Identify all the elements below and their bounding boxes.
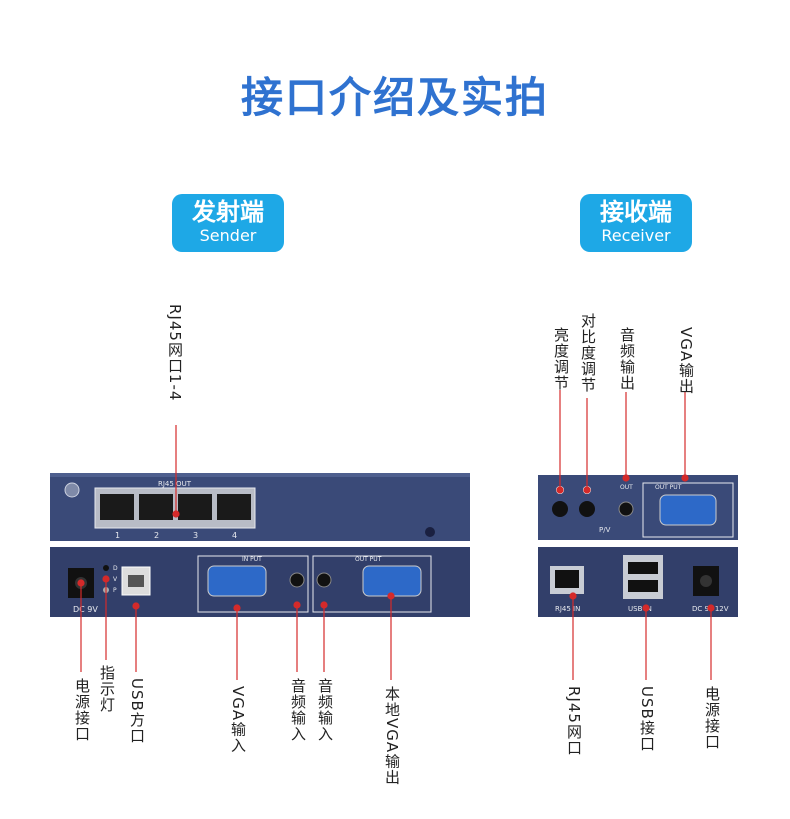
sender-rj45-out-label: RJ45 OUT [158, 480, 192, 488]
sender-indicator-label: 指示灯 [98, 665, 116, 713]
receiver-badge: 接收端 Receiver [580, 194, 692, 252]
led-label-v: V [113, 576, 118, 583]
port-label-1: 1 [115, 531, 120, 540]
sender-audio-in-label-2: 音频输入 [316, 678, 334, 742]
receiver-rj45-in-label: RJ45 IN [555, 605, 580, 613]
receiver-audio-out-label: 音频输出 [618, 327, 636, 391]
sender-usb-label: USB方口 [128, 678, 146, 744]
sender-local-vga-out-label: 本地VGA输出 [383, 686, 401, 786]
sender-front-panel: DC 9V D V P IN PUT OUT PUT [50, 547, 470, 617]
receiver-usb-label: USB接口 [638, 686, 656, 752]
sender-rj45-ports-label: RJ45网口1-4 [166, 304, 184, 402]
led-label-p: P [113, 587, 117, 594]
receiver-brightness-label: 亮度调节 [552, 327, 570, 391]
receiver-contrast-label: 对比度调节 [579, 313, 597, 393]
sender-badge-en: Sender [199, 226, 257, 245]
sender-dc-label: DC 9V [73, 605, 98, 614]
sender-input-label: IN PUT [242, 556, 262, 563]
receiver-badge-cn: 接收端 [600, 198, 672, 226]
receiver-rj45-label: RJ45网口 [565, 686, 583, 756]
sender-badge-cn: 发射端 [192, 198, 264, 226]
receiver-power-label: 电源接口 [703, 686, 721, 750]
receiver-badge-en: Receiver [601, 226, 671, 245]
sender-vga-in-label: VGA输入 [229, 686, 247, 754]
led-label-d: D [113, 565, 118, 572]
port-label-3: 3 [193, 531, 198, 540]
port-label-4: 4 [232, 531, 237, 540]
receiver-output-label: OUT PUT [655, 484, 682, 491]
receiver-rear-panel: OUT OUT PUT P/V [538, 475, 738, 540]
receiver-usb-in-label: USB IN [628, 605, 652, 613]
receiver-front-panel: RJ45 IN USB IN DC 9~12V [538, 547, 738, 617]
sender-power-label: 电源接口 [73, 678, 91, 742]
receiver-out-label: OUT [620, 484, 633, 491]
receiver-vga-out-label: VGA输出 [677, 327, 695, 395]
port-label-2: 2 [154, 531, 159, 540]
sender-rear-panel: RJ45 OUT 1 2 3 4 [50, 473, 470, 541]
page-title: 接口介绍及实拍 [240, 73, 549, 122]
sender-audio-in-label-1: 音频输入 [289, 678, 307, 742]
sender-output-label: OUT PUT [355, 556, 382, 563]
sender-badge: 发射端 Sender [172, 194, 284, 252]
receiver-pv-label: P/V [599, 526, 611, 534]
